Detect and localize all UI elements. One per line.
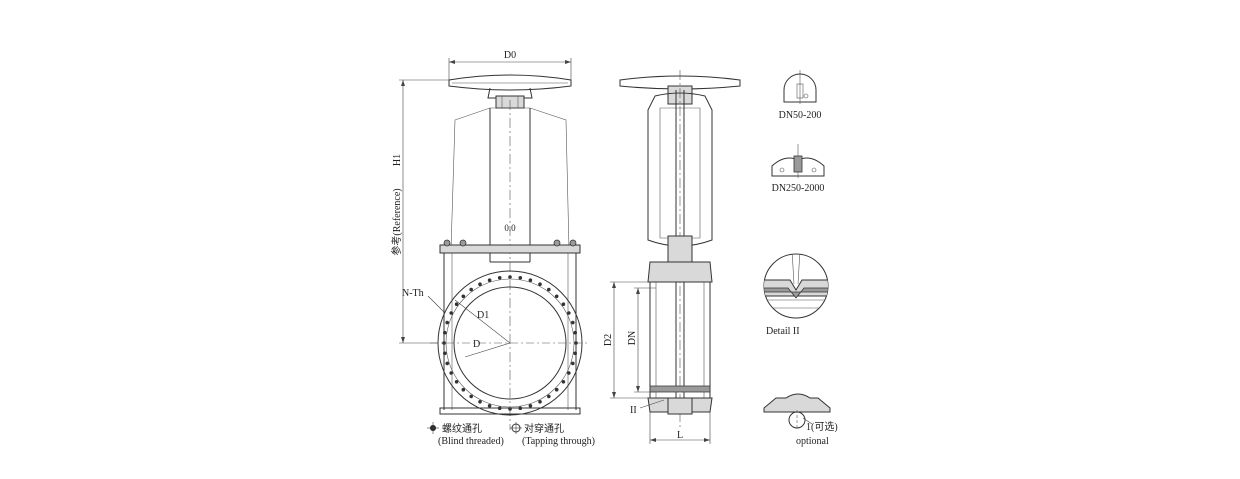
label-d0: D0 (504, 50, 516, 61)
detail-ii: Detail II (763, 253, 829, 337)
hole-legend: 螺纹通孔 (Blind threaded) 对穿通孔 (Tapping thro… (427, 422, 595, 447)
bolt-hole (478, 400, 482, 404)
label-reference: 参考(Reference) (390, 188, 403, 255)
bolt-hole (528, 278, 533, 283)
detail-dn-large: DN250-2000 (771, 144, 825, 194)
bolt-hole (554, 294, 559, 299)
bolt-hole (528, 404, 533, 408)
bolt-hole (538, 400, 542, 404)
bolt-hole (461, 387, 466, 392)
bolt-hole (547, 287, 551, 292)
bolt-hole (567, 311, 571, 315)
bolt-hole (443, 351, 447, 356)
bolt-hole (454, 302, 459, 307)
bolt-hole (573, 351, 577, 356)
bolt-hole (469, 287, 474, 292)
stem-mark: 0.0 (504, 223, 516, 233)
bolt-hole (573, 330, 577, 335)
legend-blind-en: (Blind threaded) (438, 436, 504, 447)
legend-blind-cn: 螺纹通孔 (442, 422, 482, 435)
bolt-hole (454, 380, 459, 384)
bolt-hole (571, 320, 575, 325)
label-d: D (473, 339, 480, 350)
bolt-hole (538, 282, 542, 287)
label-optional-en: optional (796, 436, 829, 447)
legend-tapping-en: (Tapping through) (522, 436, 595, 447)
bolt-hole (508, 275, 512, 279)
bolt-hole (449, 311, 454, 315)
bolt-hole (487, 404, 492, 408)
bolt-hole (561, 380, 566, 384)
label-d2: D2 (603, 334, 614, 346)
bolt-hole (497, 276, 502, 280)
label-ii: II (630, 405, 637, 416)
bolt-hole (461, 294, 466, 299)
bolt-hole (518, 276, 523, 280)
bolt-hole (443, 330, 447, 335)
label-l: L (677, 430, 683, 441)
bolt-hole (571, 361, 575, 366)
label-d1: D1 (477, 310, 489, 321)
label-h1: H1 (392, 154, 403, 166)
blind-threaded-icon (427, 422, 439, 434)
front-view: 0.0 D1 D N-Th D0 (390, 50, 590, 430)
side-view: D2 DN L II (603, 70, 741, 444)
bolt-hole (547, 394, 551, 399)
bolt-hole (445, 320, 450, 325)
bolt-hole (487, 278, 492, 283)
bolt-hole (449, 371, 454, 375)
bolt-hole (561, 302, 566, 307)
bolt-hole (478, 282, 482, 287)
bolt-hole (445, 361, 450, 366)
bolt-hole (442, 341, 446, 345)
label-optional-cn: 1(可选) (806, 420, 838, 433)
bolt-hole (574, 341, 578, 345)
bolt-hole (469, 394, 474, 399)
legend-tapping-cn: 对穿通孔 (524, 422, 564, 435)
label-detail-ii: Detail II (766, 326, 800, 337)
label-dn-large: DN250-2000 (772, 183, 825, 194)
bolt-hole (567, 371, 571, 375)
bolt-hole (554, 387, 559, 392)
tapping-through-icon (510, 422, 522, 434)
detail-optional: 1(可选) optional (763, 393, 838, 447)
label-n-th: N-Th (402, 288, 424, 299)
label-dn-small: DN50-200 (779, 110, 822, 121)
label-dn: DN (627, 331, 638, 345)
detail-dn-small: DN50-200 (779, 70, 822, 121)
